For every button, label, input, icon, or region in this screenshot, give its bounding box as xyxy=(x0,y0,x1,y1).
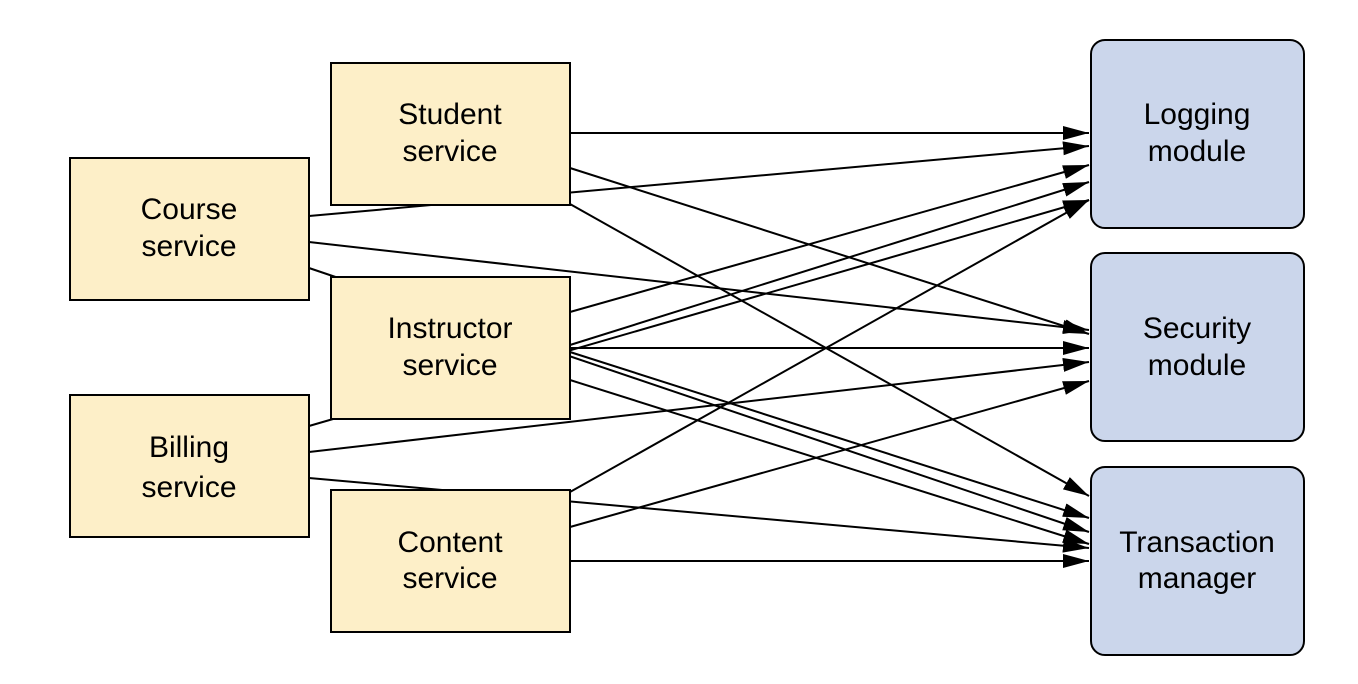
node-label-line2: service xyxy=(141,230,236,263)
node-logging-module: Logging module xyxy=(1090,39,1305,229)
node-label-line1: Logging xyxy=(1144,98,1251,131)
node-transaction-manager: Transaction manager xyxy=(1090,466,1305,656)
edge-instructor-logging xyxy=(569,164,1090,313)
node-label-line1: Security xyxy=(1143,312,1251,345)
node-label-line1: Student xyxy=(398,98,502,131)
node-security-module: Security module xyxy=(1090,252,1305,442)
edge-course-security xyxy=(308,241,1090,335)
edge-content-security xyxy=(569,380,1090,528)
node-label-line2: module xyxy=(1148,135,1246,168)
edge-content-logging xyxy=(569,199,1090,493)
node-label-line1: Instructor xyxy=(387,312,512,345)
node-billing-service: Billing service xyxy=(69,394,310,538)
node-student-service: Student service xyxy=(330,62,571,206)
edge-instructor-logging-2 xyxy=(569,181,1090,346)
node-label-line1: Course xyxy=(141,193,238,226)
node-label-line2: service xyxy=(402,349,497,382)
node-content-service: Content service xyxy=(330,489,571,633)
node-label-line1: Transaction xyxy=(1119,526,1275,559)
edge-instructor-transaction-2 xyxy=(569,379,1090,545)
edge-billing-security xyxy=(308,358,1090,453)
node-label-line2: service xyxy=(402,135,497,168)
edge-student-transaction xyxy=(569,203,1090,497)
edge-instructor-transaction xyxy=(569,351,1090,519)
node-course-service: Course service xyxy=(69,157,310,301)
node-label-line1: Content xyxy=(397,526,503,559)
edge-student-security xyxy=(569,167,1090,335)
node-label-line2: manager xyxy=(1138,562,1256,595)
node-instructor-service: Instructor service xyxy=(330,276,571,420)
node-label-line2: service xyxy=(402,562,497,595)
node-label-line2: module xyxy=(1148,349,1246,382)
node-label-line1: Billing xyxy=(149,431,229,464)
node-label-line2: service xyxy=(141,471,236,504)
